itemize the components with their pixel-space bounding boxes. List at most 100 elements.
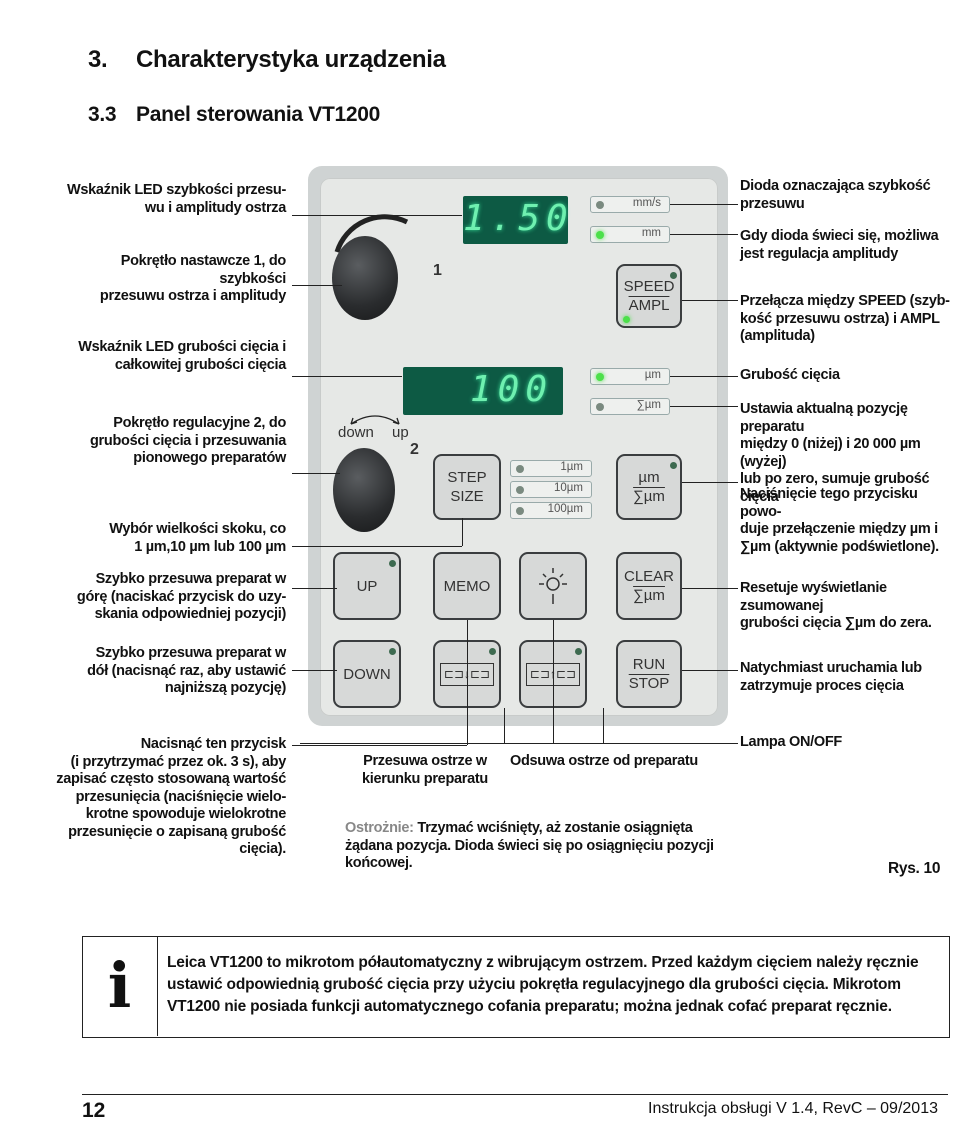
- speed-led-indicator: [670, 272, 677, 279]
- leader-line: [292, 588, 337, 589]
- leader-line: [292, 546, 462, 547]
- step-size-button[interactable]: STEP SIZE: [433, 454, 501, 520]
- um-label: µm: [638, 468, 659, 487]
- up-button-label: UP: [357, 577, 378, 596]
- led-step-1-indicator: [516, 465, 524, 473]
- speed-ampl-button[interactable]: SPEED AMPL: [616, 264, 682, 328]
- lamp-button[interactable]: [519, 552, 587, 620]
- leader-line: [670, 234, 738, 235]
- section-number: 3.: [88, 46, 136, 74]
- label-step-size: Wybór wielkości skoku, co 1 µm,10 µm lub…: [56, 521, 286, 556]
- step-10-label: 10µm: [554, 482, 583, 494]
- led-mms: mm/s: [590, 196, 670, 213]
- leader-line: [467, 620, 468, 745]
- label-feed: Przesuwa ostrze w kierunku preparatu: [345, 753, 505, 788]
- knob-2-label: 2: [410, 441, 419, 459]
- label-memo-button: Nacisnąć ten przycisk (i przytrzymać prz…: [56, 736, 286, 859]
- leader-line: [670, 376, 738, 377]
- leader-line: [682, 300, 738, 301]
- label-section-thickness: Grubość cięcia: [740, 367, 955, 385]
- section-heading: 3.Charakterystyka urządzenia: [88, 46, 446, 74]
- up-label: up: [392, 424, 409, 441]
- footer-rule: [82, 1094, 948, 1095]
- knob-1[interactable]: [332, 236, 398, 320]
- down-label: down: [338, 424, 374, 441]
- thickness-display: 100: [403, 367, 563, 415]
- caution-note: Ostrożnie: Trzymać wciśnięty, aż zostani…: [345, 820, 725, 873]
- led-step-100: 100µm: [510, 502, 592, 519]
- led-mms-label: mm/s: [633, 197, 661, 209]
- memo-button[interactable]: MEMO: [433, 552, 501, 620]
- down-led: [389, 648, 396, 655]
- led-sum-label: ∑µm: [637, 399, 661, 411]
- leader-line: [603, 708, 604, 743]
- knob-1-label: 1: [433, 262, 442, 280]
- clear-button[interactable]: CLEAR ∑µm: [616, 552, 682, 620]
- retract-led: [575, 648, 582, 655]
- led-mms-indicator: [596, 201, 604, 209]
- leader-line: [292, 285, 342, 286]
- label-knob-2: Pokrętło regulacyjne 2, do grubości cięc…: [56, 415, 286, 468]
- info-icon: i: [82, 936, 158, 1036]
- led-mm-indicator: [596, 231, 604, 239]
- label-run-stop: Natychmiast uruchamia lub zatrzymuje pro…: [740, 660, 955, 695]
- led-step-10: 10µm: [510, 481, 592, 498]
- label-clear: Resetuje wyświetlanie zsumowanej grubośc…: [740, 580, 955, 633]
- leader-line: [670, 406, 738, 407]
- led-step-10-indicator: [516, 486, 524, 494]
- leader-line: [292, 473, 340, 474]
- stop-label: STOP: [629, 674, 670, 693]
- leader-line: [553, 620, 554, 743]
- leader-line: [682, 588, 738, 589]
- led-step-1: 1µm: [510, 460, 592, 477]
- ampl-label: AMPL: [629, 296, 670, 315]
- leader-line: [682, 670, 738, 671]
- run-stop-button[interactable]: RUN STOP: [616, 640, 682, 708]
- caution-prefix: Ostrożnie:: [345, 820, 414, 836]
- step-label: STEP: [447, 468, 486, 487]
- lamp-icon: [531, 564, 575, 608]
- run-label: RUN: [633, 655, 666, 674]
- down-button[interactable]: DOWN: [333, 640, 401, 708]
- clear-sum-label: ∑µm: [633, 586, 665, 605]
- um-sum-button[interactable]: µm ∑µm: [616, 454, 682, 520]
- label-um-toggle: Naciśnięcie tego przycisku powo- duje pr…: [740, 486, 955, 556]
- label-knob-1: Pokrętło nastawcze 1, do szybkości przes…: [56, 253, 286, 306]
- led-mm-label: mm: [642, 227, 661, 239]
- led-step-100-indicator: [516, 507, 524, 515]
- sum-label: ∑µm: [633, 487, 665, 506]
- section-title: Charakterystyka urządzenia: [136, 46, 446, 73]
- led-sum: ∑µm: [590, 398, 670, 415]
- led-um: µm: [590, 368, 670, 385]
- figure-label: Rys. 10: [888, 860, 940, 878]
- size-label: SIZE: [450, 487, 483, 506]
- label-ampl-led: Gdy dioda świeci się, możliwa jest regul…: [740, 228, 955, 263]
- led-sum-indicator: [596, 403, 604, 411]
- led-mm: mm: [590, 226, 670, 243]
- subsection-title: Panel sterowania VT1200: [136, 103, 380, 126]
- leader-line: [300, 743, 738, 744]
- label-led-thickness-indicator: Wskaźnik LED grubości cięcia i całkowite…: [56, 339, 286, 374]
- ampl-led-indicator: [623, 316, 630, 323]
- memo-label: MEMO: [444, 577, 491, 596]
- leader-line: [670, 204, 738, 205]
- speed-label: SPEED: [624, 277, 675, 296]
- clear-label: CLEAR: [624, 567, 674, 586]
- led-um-indicator: [596, 373, 604, 381]
- label-led-speed-indicator: Wskaźnik LED szybkości przesu- wu i ampl…: [56, 182, 286, 217]
- page-number: 12: [82, 1099, 105, 1123]
- up-button[interactable]: UP: [333, 552, 401, 620]
- down-button-label: DOWN: [343, 665, 391, 684]
- leader-line: [682, 482, 738, 483]
- label-speed-led: Dioda oznaczająca szybkość przesuwu: [740, 178, 955, 213]
- up-led: [389, 560, 396, 567]
- leader-line: [292, 376, 402, 377]
- knob-2[interactable]: [333, 448, 395, 532]
- leader-line: [292, 745, 467, 746]
- label-up-button: Szybko przesuwa preparat w górę (naciska…: [56, 571, 286, 624]
- led-um-label: µm: [645, 369, 661, 381]
- step-100-label: 100µm: [548, 503, 583, 515]
- info-text: Leica VT1200 to mikrotom półautomatyczny…: [167, 952, 937, 1018]
- leader-line: [292, 670, 337, 671]
